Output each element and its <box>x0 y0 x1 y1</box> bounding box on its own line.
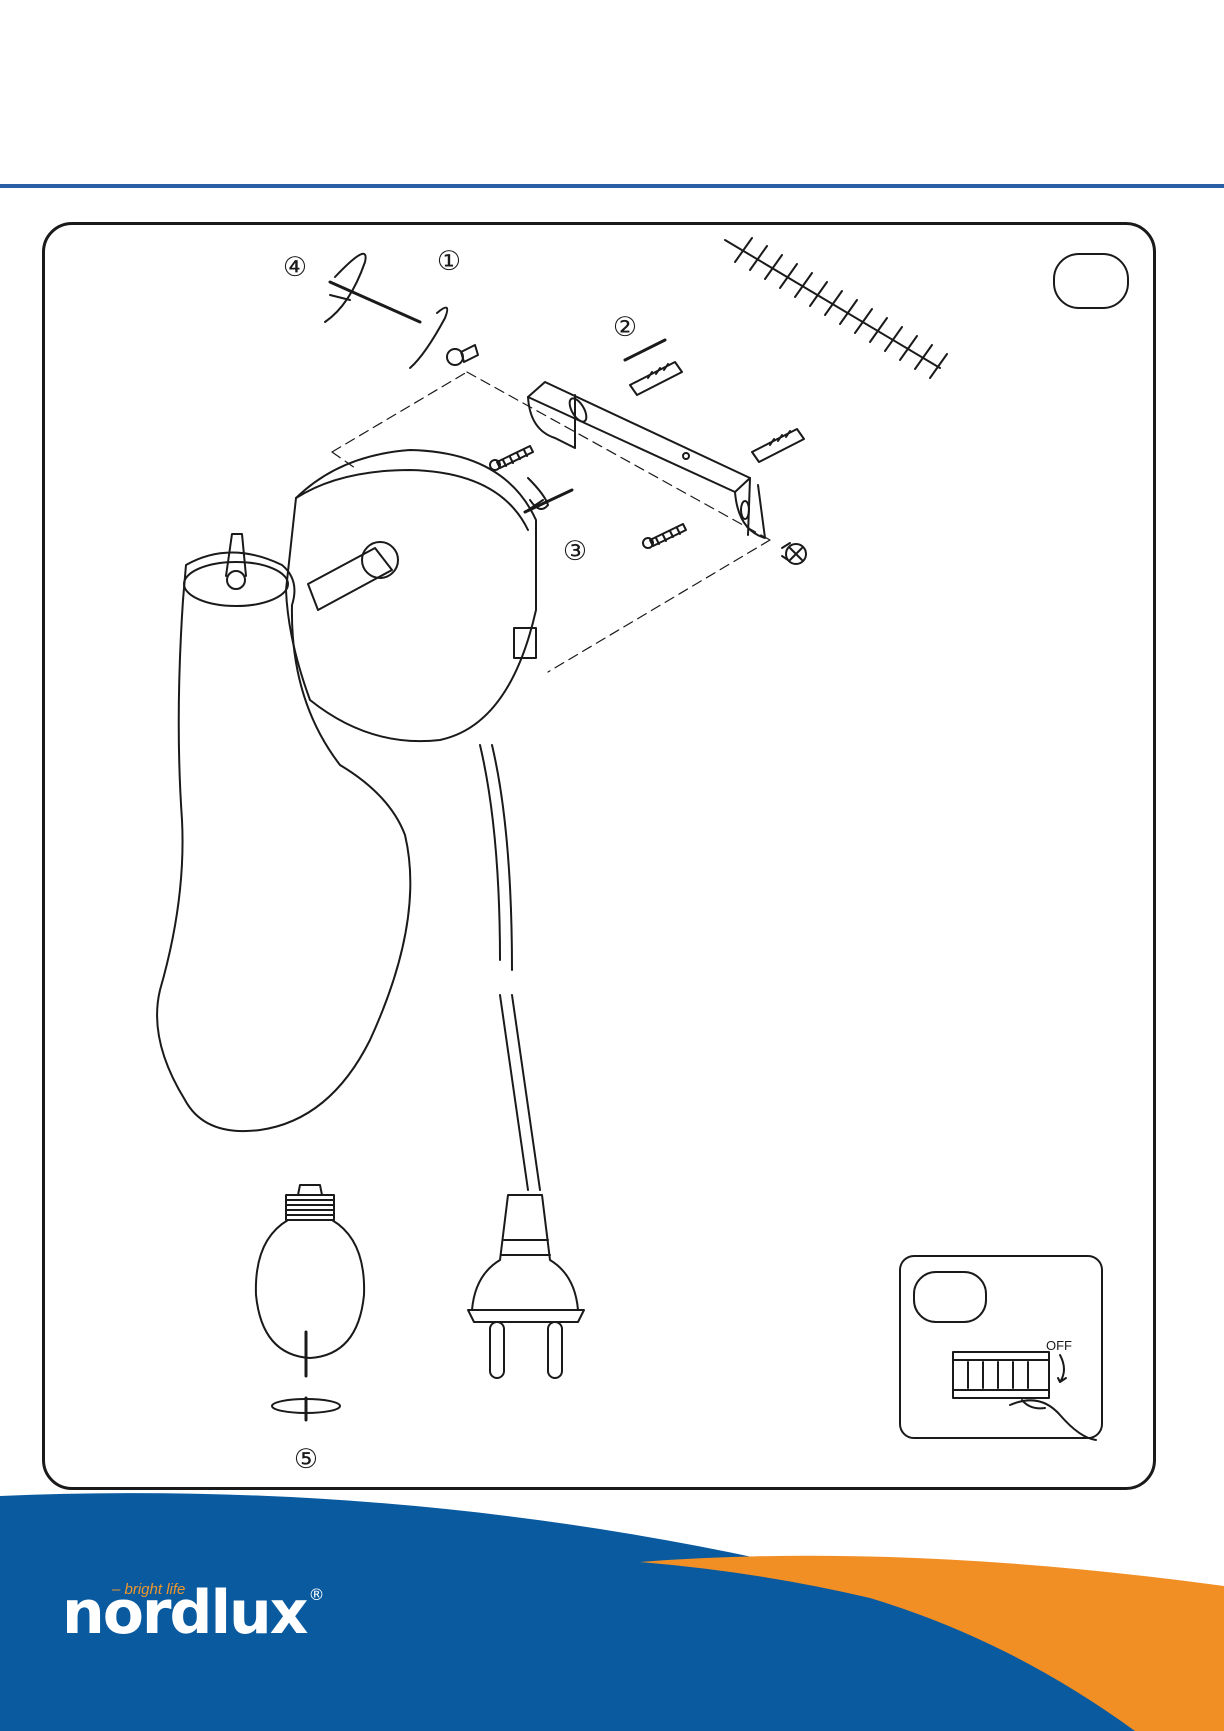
registered-mark: ® <box>308 1585 324 1604</box>
step-4-label: ④ <box>283 252 307 283</box>
wall-plug <box>630 362 682 395</box>
step-labels: ① ② ③ ④ ⑤ <box>283 246 637 1475</box>
wall-hatching <box>725 238 947 378</box>
wood-screw <box>643 524 686 548</box>
mounting-plane-guide <box>332 372 770 672</box>
lamp-shade <box>157 534 410 1131</box>
rotate-arrow-icon <box>410 308 447 368</box>
wall-plug <box>752 429 804 462</box>
step-1-label: ① <box>437 246 461 277</box>
step-5-label: ⑤ <box>294 1444 318 1475</box>
brand-name: nordlux <box>62 1578 306 1648</box>
off-label: OFF <box>1046 1338 1072 1353</box>
step-3-label: ③ <box>563 536 587 567</box>
machine-screw <box>782 543 806 564</box>
light-bulb <box>256 1185 364 1358</box>
wood-screw <box>490 446 533 470</box>
lamp-arm <box>308 542 398 610</box>
brand-logo: nordlux® <box>62 1583 324 1643</box>
lamp-canopy <box>286 450 536 741</box>
direction-arrows <box>306 282 665 1420</box>
mounting-bracket <box>528 382 765 538</box>
power-cable <box>480 745 540 1190</box>
knob-screw <box>447 345 478 365</box>
step-2-label: ② <box>613 312 637 343</box>
figure-badge <box>1054 254 1128 308</box>
euro-plug <box>468 1195 584 1378</box>
assembly-diagram: ① ② ③ ④ ⑤ OFF <box>0 0 1224 1490</box>
